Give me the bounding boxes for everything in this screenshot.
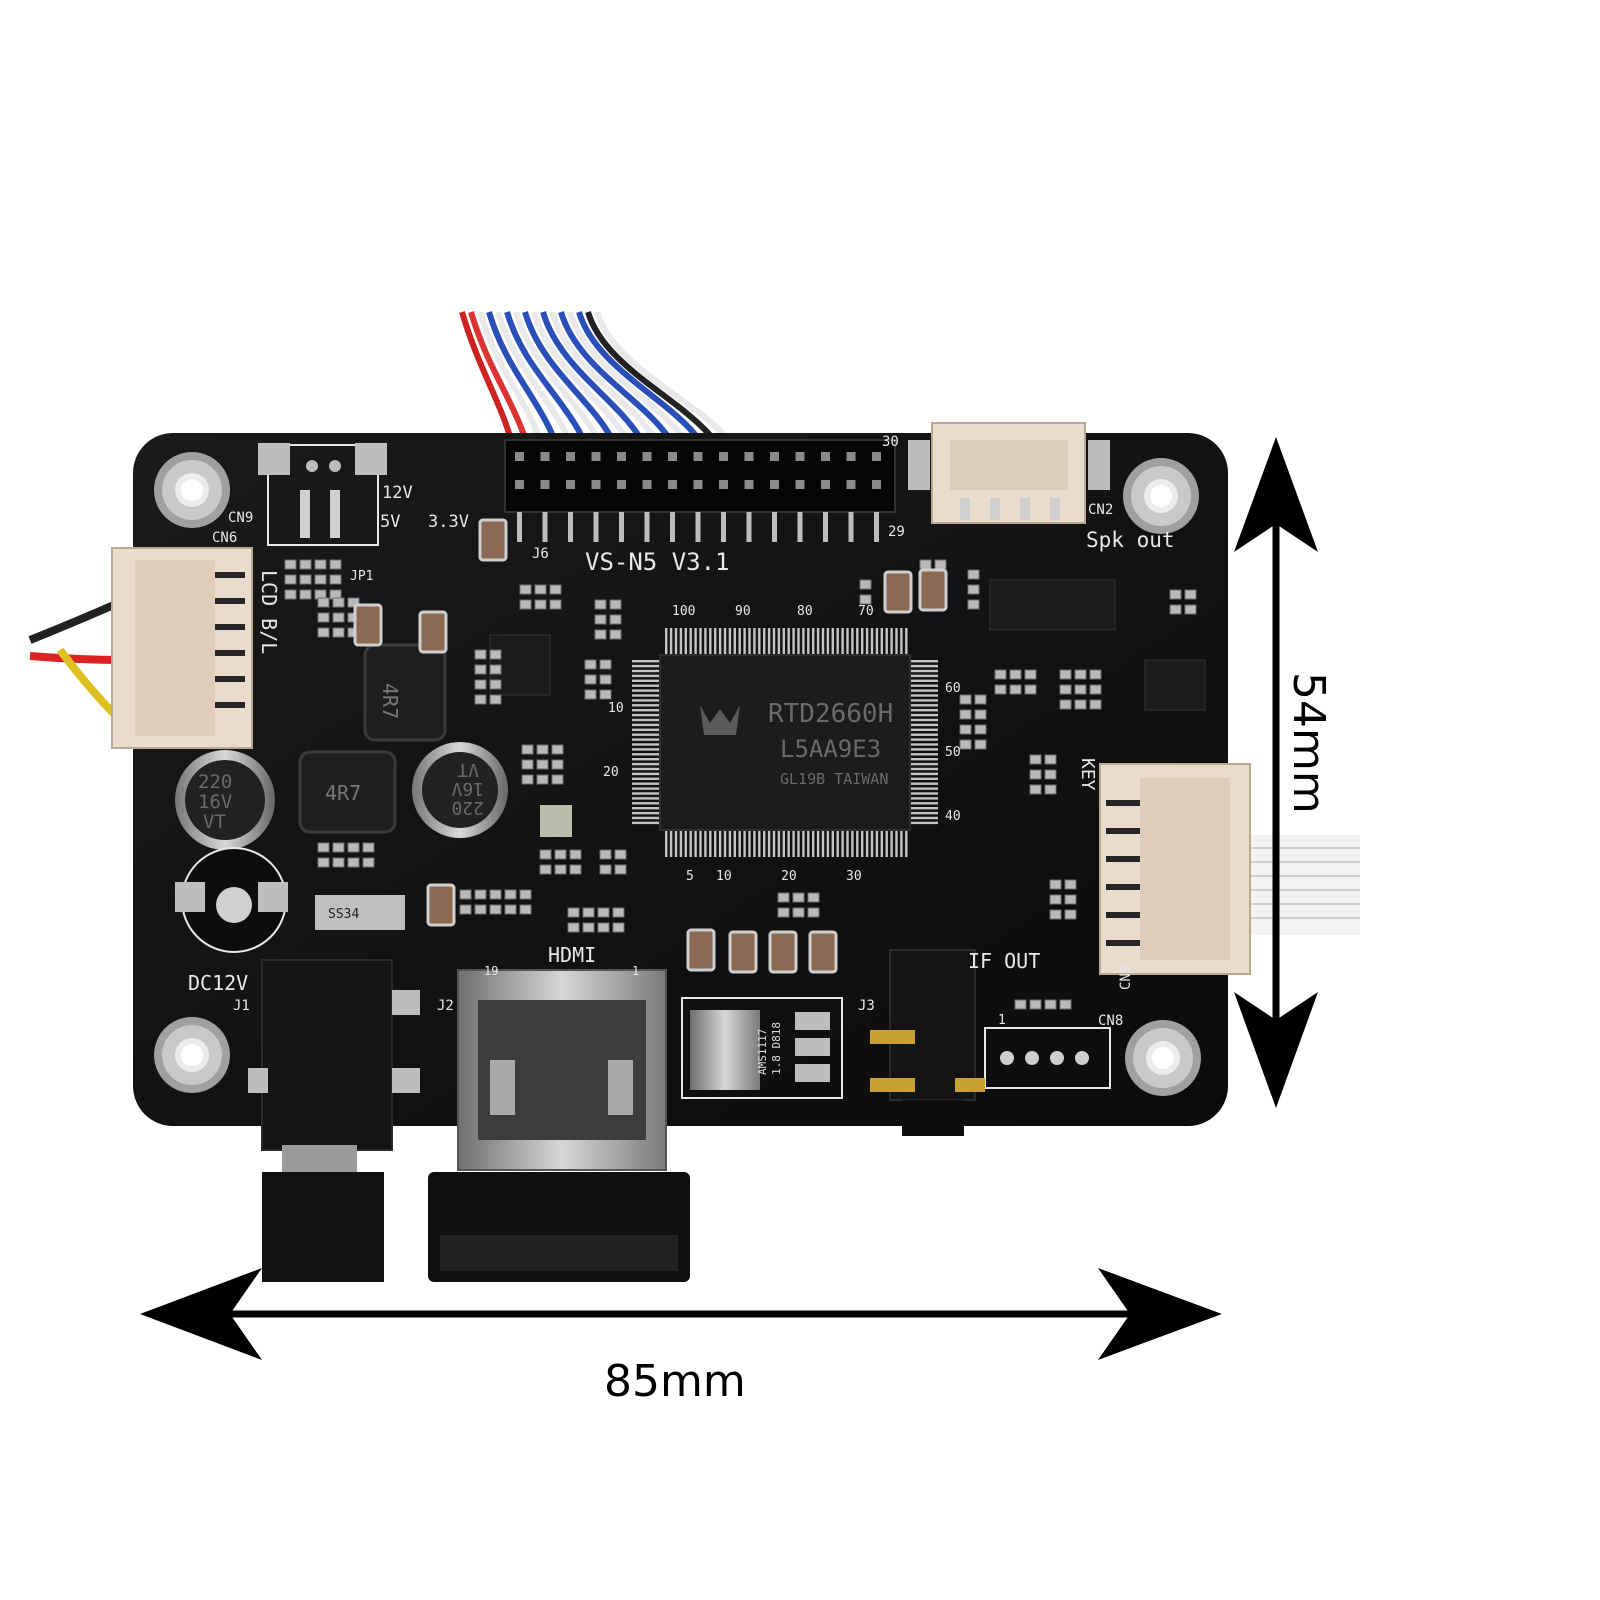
cn6-label: CN6 — [212, 530, 237, 546]
audio-jack — [870, 949, 985, 1136]
12v-label: 12V — [382, 483, 413, 503]
hdmi-label: HDMI — [548, 943, 596, 967]
ams1117-sub-label: 1.8 D818 — [770, 1022, 783, 1075]
svg-text:VT: VT — [203, 811, 226, 833]
pin-number-label: 20 — [603, 765, 619, 780]
pin-number-label: 20 — [781, 869, 797, 884]
inductor-1-label: 4R7 — [378, 683, 402, 719]
j2-label: J2 — [437, 998, 454, 1014]
pin-number-label: 80 — [797, 604, 813, 619]
pin-number-label: 5 — [686, 869, 694, 884]
small-ics — [315, 579, 1206, 930]
cn8-label: CN8 — [1098, 1013, 1123, 1029]
dc12v-label: DC12V — [188, 971, 248, 995]
pin-number-label: 50 — [945, 745, 961, 760]
voltage-regulator — [681, 997, 843, 1099]
cn6-connector — [111, 547, 253, 749]
pin-number-label: 100 — [672, 604, 695, 619]
cn5-connector — [1099, 763, 1251, 975]
key-label: KEY — [1077, 758, 1098, 791]
pin1-label: 1 — [998, 1013, 1006, 1028]
key-cable — [1240, 835, 1360, 935]
main-chip — [632, 628, 938, 857]
ss34-label: SS34 — [328, 907, 359, 922]
electrolytic-capacitors — [175, 742, 508, 850]
svg-text:16V: 16V — [451, 778, 484, 799]
inductors — [298, 643, 447, 834]
width-dimension-label: 85mm — [604, 1356, 746, 1407]
hdmi-port — [428, 969, 690, 1282]
board-model-label: VS-N5 V3.1 — [585, 548, 730, 576]
width-dimension-arrow — [140, 1268, 1222, 1360]
cn2-label: CN2 — [1088, 502, 1113, 518]
hdmi-pin19-label: 19 — [484, 964, 498, 978]
pin-number-label: 10 — [716, 869, 732, 884]
hdmi-pin1-label: 1 — [632, 964, 639, 978]
chip-markings: RTD2660H L5AA9E3 GL19B TAIWAN — [768, 699, 893, 788]
chip-line2: L5AA9E3 — [780, 735, 881, 763]
silkscreen-text: VS-N5 V3.1 CN9 CN6 LCD B/L 12V 5V 3.3V J… — [188, 434, 1175, 1075]
spdif-out-label: IF OUT — [968, 949, 1040, 973]
cn9-label: CN9 — [228, 510, 253, 526]
capacitor-1-marking: 220 16V VT — [198, 771, 232, 833]
pin-number-label: 60 — [945, 681, 961, 696]
height-dimension-label: 54mm — [1283, 672, 1334, 814]
cn9-pads — [258, 443, 387, 546]
mounting-holes — [154, 452, 1201, 1096]
component-markings: 4R7 4R7 — [325, 683, 402, 805]
pin30-label: 30 — [882, 434, 899, 450]
j6-label: J6 — [532, 546, 549, 562]
smd-components — [284, 518, 1197, 1010]
chip-line3: GL19B TAIWAN — [780, 770, 888, 788]
pin-number-label: 40 — [945, 809, 961, 824]
j1-label: J1 — [233, 998, 250, 1014]
pin-number-label: 70 — [858, 604, 874, 619]
j6-header — [504, 439, 896, 542]
5v-label: 5V — [380, 512, 400, 532]
chip-line1: RTD2660H — [768, 699, 893, 729]
jp1-label: JP1 — [350, 569, 373, 584]
lcd-bl-label: LCD B/L — [257, 570, 281, 654]
cn8-header — [984, 1027, 1111, 1089]
spk-out-label: Spk out — [1086, 528, 1175, 552]
chip-pin-numbers: 100 90 80 70 60 50 40 5 10 20 30 10 20 — [603, 604, 961, 884]
cn2-connector — [908, 422, 1110, 524]
height-dimension-arrow — [1234, 437, 1318, 1108]
capacitor-2-marking: 220 16V VT — [451, 759, 484, 818]
backlight-cable — [28, 596, 127, 723]
3v3-label: 3.3V — [428, 512, 469, 532]
svg-text:16V: 16V — [198, 791, 232, 813]
svg-text:VT: VT — [457, 759, 479, 780]
svg-text:220: 220 — [198, 771, 232, 793]
pin29-label: 29 — [888, 524, 905, 540]
pin-number-label: 30 — [846, 869, 862, 884]
pin-number-label: 10 — [608, 701, 624, 716]
inductor-2-label: 4R7 — [325, 781, 361, 805]
j3-label: J3 — [858, 998, 875, 1014]
ams1117-label: AMS1117 — [756, 1029, 769, 1075]
svg-text:220: 220 — [451, 797, 484, 818]
pin-number-label: 90 — [735, 604, 751, 619]
dc-power-jack — [248, 959, 420, 1282]
potentiometer — [175, 847, 288, 953]
cn5-label: CN5 — [1118, 965, 1134, 990]
